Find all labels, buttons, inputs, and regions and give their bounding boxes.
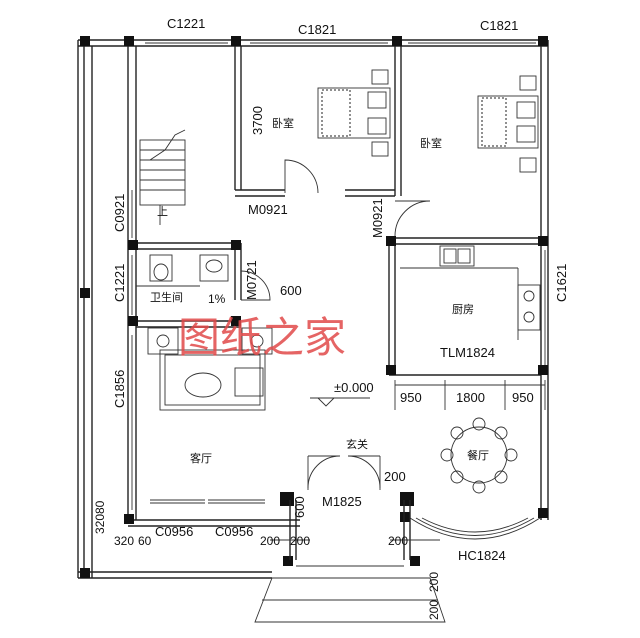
dimension-200-entry: 200 (384, 469, 406, 484)
dimension-3700: 3700 (250, 106, 265, 135)
window-label-c1821-right: C1821 (480, 18, 518, 33)
interior-walls (136, 46, 541, 376)
window-label-c1821-left: C1821 (298, 22, 336, 37)
door-label-m0921-side: M0921 (370, 198, 385, 238)
dimension-950-right: 950 (512, 390, 534, 405)
dimension-200-d: 200 (427, 572, 441, 592)
window-label-c1621: C1621 (554, 264, 569, 302)
door-label-m0921-bedroom: M0921 (248, 202, 288, 217)
dimension-60: 60 (138, 534, 152, 548)
dimension-200-c: 200 (388, 534, 408, 548)
dimension-200-e: 200 (427, 600, 441, 620)
dimension-320: 320 (93, 514, 107, 534)
room-label-bedroom-left: 卧室 (272, 116, 294, 130)
door-label-tlm1824: TLM1824 (440, 345, 495, 360)
room-label-bedroom-right: 卧室 (420, 136, 442, 150)
window-label-c0956-left: C0956 (155, 524, 193, 539)
room-label-entrance: 玄关 (346, 437, 368, 451)
living-room-sofa (147, 327, 273, 411)
dimension-600: 600 (280, 283, 302, 298)
watermark-text: 图纸之家 (178, 313, 346, 362)
window-label-c0956-right: C0956 (215, 524, 253, 539)
stair-up-label: 上 (157, 205, 168, 218)
staircase (139, 129, 186, 225)
window-label-c0921: C0921 (112, 194, 127, 232)
dimension-1800: 1800 (456, 390, 485, 405)
window-label-c1856: C1856 (112, 370, 127, 408)
bathroom-fixtures (136, 254, 229, 287)
dimension-950-left: 950 (400, 390, 422, 405)
floor-level-label: ±0.000 (334, 380, 374, 395)
window-label-hc1824: HC1824 (458, 548, 506, 563)
dining-table (440, 417, 518, 494)
door-label-m1825: M1825 (322, 494, 362, 509)
bed-right (477, 75, 539, 173)
entrance-steps (254, 500, 446, 623)
dimension-600-entry: 600 (292, 496, 307, 518)
room-label-living-room: 客厅 (190, 451, 212, 465)
kitchen-fixtures (400, 245, 541, 340)
exterior-walls (77, 39, 549, 579)
window-label-c1221-left: C1221 (112, 264, 127, 302)
room-label-kitchen: 厨房 (452, 303, 474, 316)
windows (131, 42, 546, 510)
slope-label: 1% (208, 292, 226, 306)
dimension-200-a: 200 (260, 534, 280, 548)
dimension-80: 80 (93, 500, 107, 514)
door-label-m0721: M0721 (244, 260, 259, 300)
dimension-200-b: 200 (290, 534, 310, 548)
dimension-320-bottom: 320 (114, 534, 134, 548)
room-label-bathroom: 卫生间 (150, 290, 183, 304)
bay-window (409, 517, 541, 540)
dimension-lines (270, 380, 546, 541)
window-label-c1221-top: C1221 (167, 16, 205, 31)
bed-left (317, 69, 391, 157)
room-label-dining: 餐厅 (467, 448, 489, 462)
doors (240, 159, 431, 490)
